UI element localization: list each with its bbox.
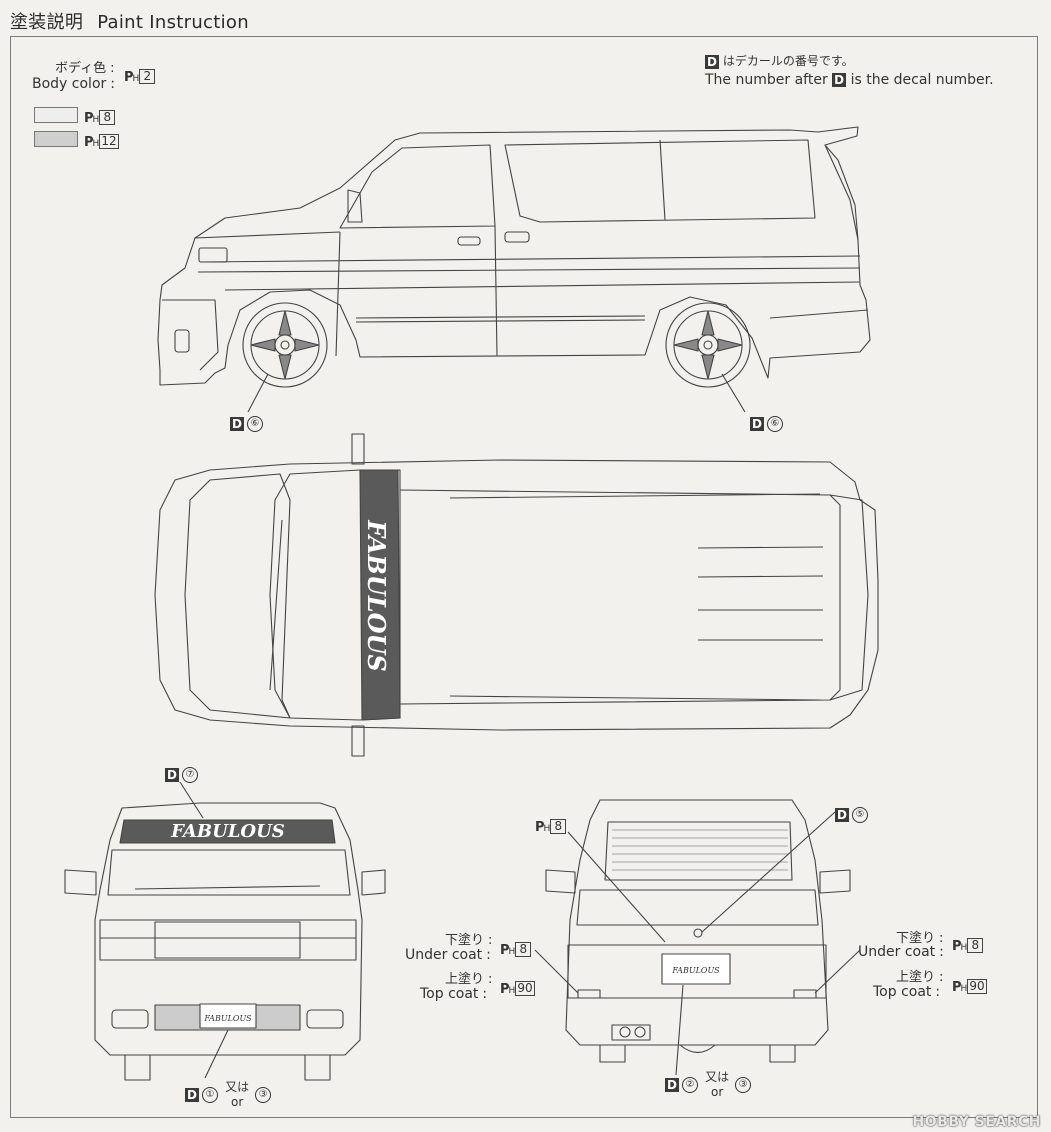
front-wheel [242,302,328,388]
side-view [157,126,871,413]
light-swatch [34,107,78,123]
right-top-coat-jp: 上塗り: [896,970,944,985]
right-top-coat-en: Top coat: [873,984,941,1000]
front-plate-text: FABULOUS [203,1014,252,1023]
left-top-coat-en: Top coat: [420,986,488,1002]
decal-note-jp: D はデカールの番号です。 [705,52,854,69]
instruction-frame [10,36,1038,1118]
decal-note-en: The number after D is the decal number. [705,72,994,88]
front-banner-text: FABULOUS [170,821,285,842]
rear-plate-text: FABULOUS [671,966,720,975]
dark-swatch [34,131,78,147]
top-view [154,433,879,757]
left-under-coat-jp: 下塗り: [445,933,493,948]
right-under-coat-jp: 下塗り: [896,931,944,946]
right-under-coat-en: Under coat: [858,944,944,960]
rear-wheel [665,302,751,388]
watermark: HOBBY SEARCH [912,1114,1041,1130]
rear-view [534,799,861,1076]
rear-plate [661,953,731,985]
left-top-coat-jp: 上塗り: [445,972,493,987]
body-color-en: Body color: [32,76,115,92]
top-banner-text: FABULOUS [362,519,391,672]
front-plate [199,1003,257,1029]
left-under-coat-en: Under coat: [405,947,491,963]
body-color-jp: ボディ色: [55,61,115,76]
